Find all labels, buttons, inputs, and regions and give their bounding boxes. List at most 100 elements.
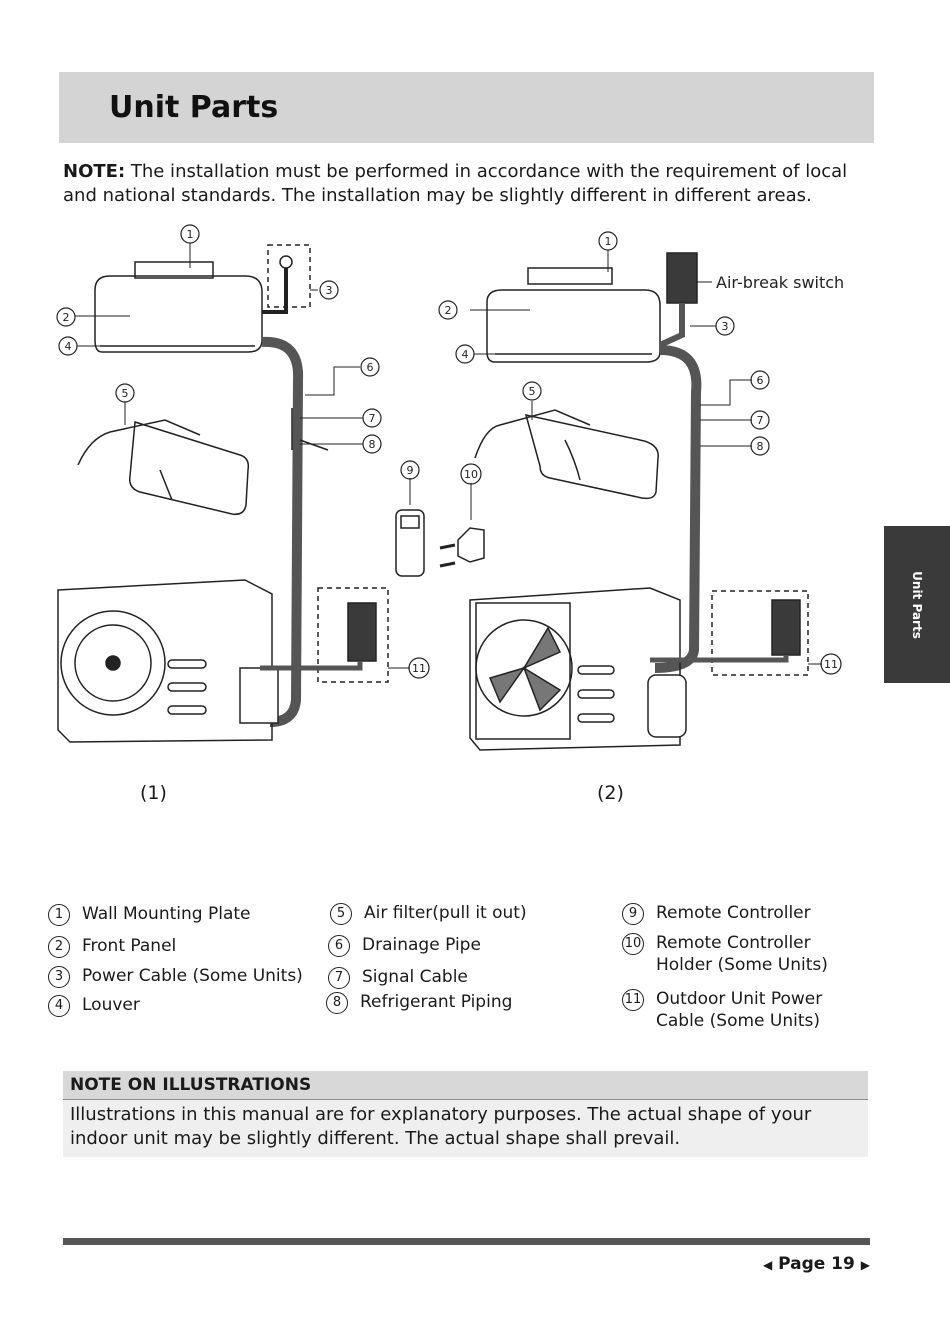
- legend-label: Outdoor Unit Power Cable (Some Units): [656, 989, 823, 1031]
- caption-diagram-2: (2): [597, 782, 624, 804]
- callout-11b: [820, 653, 842, 675]
- outdoor-unit-1: [57, 579, 273, 743]
- legend-label: Front Panel: [82, 936, 177, 956]
- callout-4b: [455, 344, 475, 364]
- legend-label: Signal Cable: [362, 967, 468, 987]
- installation-note: NOTE: The installation must be performed…: [63, 160, 863, 208]
- power-cable-2: [658, 303, 685, 348]
- hands-icon-2: [474, 409, 591, 481]
- legend-label: Air filter(pull it out): [364, 903, 527, 923]
- plug-icon-1: [279, 255, 293, 269]
- legend-item: 5 Air filter(pull it out): [330, 902, 527, 925]
- callout-num: 11: [412, 662, 426, 675]
- fan-grille-2: [475, 619, 573, 717]
- callout-num: 8: [369, 438, 376, 451]
- outdoor-power-cable-1: [260, 661, 363, 671]
- legend-item: 7 Signal Cable: [328, 966, 468, 989]
- legend-num: 2: [48, 936, 70, 958]
- outdoor-cable-box-2: [711, 590, 809, 676]
- screws-icon: [439, 543, 456, 568]
- power-cable-1: [262, 268, 288, 314]
- outdoor-cable-box-1: [317, 587, 389, 683]
- callout-10: [460, 463, 482, 485]
- note-box-text: Illustrations in this manual are for exp…: [70, 1104, 812, 1149]
- drain-pipe-1: [291, 408, 329, 451]
- callout-1a: [180, 224, 200, 244]
- wall-mounting-plate-2: [527, 267, 613, 285]
- legend-item: 10 Remote Controller Holder (Some Units): [622, 932, 862, 976]
- legend-label: Remote Controller: [656, 903, 811, 923]
- legend-label: Refrigerant Piping: [360, 992, 513, 1012]
- legend-item: 8 Refrigerant Piping: [326, 991, 512, 1014]
- callout-num: 6: [367, 361, 374, 374]
- prev-page-icon[interactable]: ◀: [762, 1258, 773, 1272]
- legend-label: Louver: [82, 995, 140, 1015]
- diagram-2: [469, 252, 809, 751]
- vent-slot: [167, 659, 207, 669]
- indoor-unit-2: [486, 289, 661, 363]
- vent-slot: [167, 682, 207, 692]
- air-break-switch-label: Air-break switch: [716, 273, 844, 292]
- fan-grille-1: [60, 610, 166, 716]
- callout-num: 4: [65, 340, 72, 353]
- callout-3b: [715, 316, 735, 336]
- callout-5a: [115, 383, 135, 403]
- diagram-1: [57, 244, 485, 743]
- fan-blade-icon: [488, 626, 562, 712]
- note-text: The installation must be performed in ac…: [63, 161, 848, 206]
- callout-3a: [319, 280, 339, 300]
- fan-ring-1: [74, 624, 152, 702]
- side-section-tab[interactable]: Unit Parts: [884, 526, 950, 683]
- note-box-heading: NOTE ON ILLUSTRATIONS: [63, 1071, 868, 1100]
- wall-mounting-plate-1: [134, 261, 214, 279]
- indoor-unit-filter: [128, 421, 250, 516]
- legend-item: 2 Front Panel: [48, 935, 176, 958]
- legend-num: 8: [326, 992, 348, 1014]
- remote-screen: [400, 515, 420, 529]
- legend-label: Power Cable (Some Units): [82, 966, 303, 986]
- hands-icon: [77, 419, 201, 501]
- legend-num: 1: [48, 904, 70, 926]
- next-page-icon[interactable]: ▶: [860, 1258, 870, 1272]
- note-label: NOTE:: [63, 161, 126, 182]
- callout-num: 6: [757, 374, 764, 387]
- callout-9: [400, 460, 420, 480]
- callout-4a: [58, 336, 78, 356]
- legend-num: 10: [622, 933, 644, 955]
- callout-num: 8: [757, 440, 764, 453]
- valve-cover-1: [239, 667, 279, 724]
- valve-cover-2: [647, 674, 687, 738]
- callout-num: 11: [824, 658, 838, 671]
- vent-slot: [577, 665, 615, 675]
- legend-num: 5: [330, 903, 352, 925]
- callout-num: 7: [369, 412, 376, 425]
- callout-11a: [408, 657, 430, 679]
- callout-num: 10: [464, 468, 478, 481]
- callout-7b: [750, 410, 770, 430]
- legend-num: 11: [622, 989, 644, 1011]
- callout-2a: [56, 307, 76, 327]
- vent-slot: [577, 689, 615, 699]
- switch-box-1: [347, 602, 377, 662]
- callout-2b: [438, 300, 458, 320]
- legend-num: 3: [48, 966, 70, 988]
- callout-8a: [362, 434, 382, 454]
- legend-num: 6: [328, 935, 350, 957]
- switch-box-2: [771, 599, 801, 656]
- callout-num: 9: [407, 464, 414, 477]
- pipe-bundle-1: [261, 336, 304, 727]
- vent-slot: [577, 713, 615, 723]
- remote-controller-icon: [395, 509, 425, 577]
- illustrations-note-box: NOTE ON ILLUSTRATIONS Illustrations in t…: [63, 1071, 868, 1157]
- callout-5b: [522, 381, 542, 401]
- legend-num: 7: [328, 967, 350, 989]
- callout-num: 3: [326, 284, 333, 297]
- legend-label: Drainage Pipe: [362, 935, 481, 955]
- remote-holder-icon: [457, 527, 485, 563]
- callout-numbers: 1 2 3 4 5 6 7 8 9 10 11 1 2 3 4 5 6 7 8 …: [63, 228, 839, 675]
- legend-item: 11 Outdoor Unit Power Cable (Some Units): [622, 988, 862, 1032]
- legend-label: Remote Controller Holder (Some Units): [656, 933, 828, 975]
- callout-num: 5: [122, 387, 129, 400]
